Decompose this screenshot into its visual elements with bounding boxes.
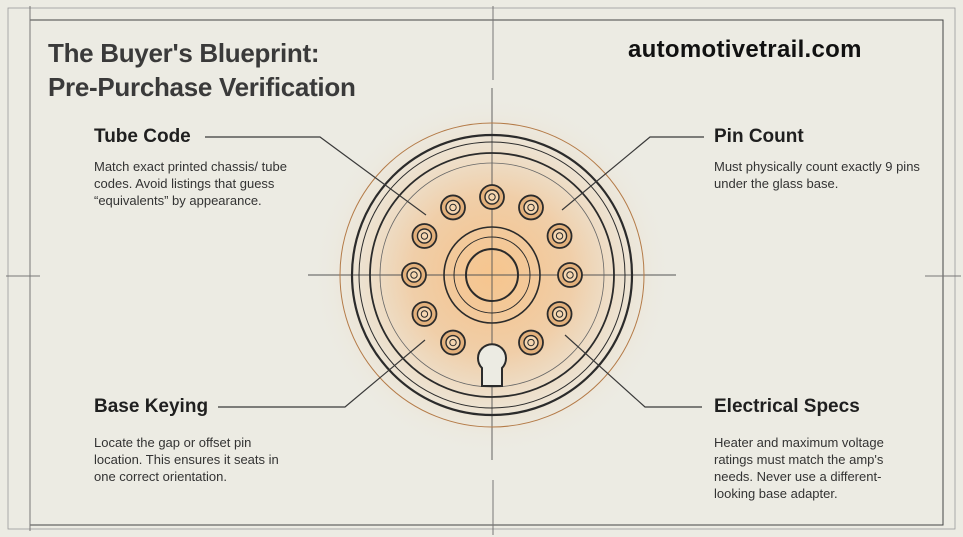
- socket-pin: [401, 262, 427, 288]
- socket-pin: [518, 329, 544, 356]
- site-domain: automotivetrail.com: [628, 36, 862, 63]
- socket-rings: [339, 122, 645, 428]
- leader-lines: [205, 136, 704, 408]
- callout-electrical-specs: Electrical Specs Heater and maximum volt…: [714, 396, 914, 502]
- outer-trim-frame: [7, 7, 956, 530]
- socket-pin: [440, 329, 466, 356]
- ring-middle: [369, 152, 615, 398]
- socket-pin: [557, 262, 583, 288]
- callout-text: Match exact printed chassis/ tube codes.…: [94, 159, 287, 208]
- socket-pin: [518, 194, 544, 221]
- callout-text: Must physically count exactly 9 pins und…: [714, 159, 920, 191]
- callout-text: Locate the gap or offset pin location. T…: [94, 435, 279, 484]
- callout-tube-code: Tube Code Match exact printed chassis/ t…: [94, 126, 294, 209]
- socket-pin: [546, 223, 573, 249]
- leader-tube-code: [205, 136, 427, 216]
- callout-heading: Electrical Specs: [714, 396, 860, 417]
- title-line-2: Pre-Purchase Verification: [48, 72, 356, 102]
- ring-center-outer: [443, 226, 541, 324]
- ring-outer: [350, 133, 634, 417]
- key-notch: [477, 343, 507, 387]
- callout-heading: Pin Count: [714, 126, 804, 147]
- callout-heading: Tube Code: [94, 126, 191, 147]
- frame-lines: [6, 6, 961, 535]
- socket-pin: [479, 184, 505, 210]
- leader-electrical-specs: [564, 334, 702, 408]
- leader-pin-count: [561, 136, 704, 211]
- ring-center-hole: [465, 248, 519, 302]
- socket-pin: [411, 301, 438, 327]
- callout-heading: Base Keying: [94, 396, 209, 417]
- leader-base-keying: [218, 339, 426, 408]
- ring-outer-inner: [358, 141, 626, 409]
- socket-pin: [440, 194, 466, 221]
- callout-text: Heater and maximum voltage ratings must …: [714, 435, 884, 501]
- callout-pin-count: Pin Count Must physically count exactly …: [714, 126, 929, 192]
- socket-pin: [411, 223, 438, 249]
- ring-outer-glow: [339, 122, 645, 428]
- callout-base-keying: Base Keying Locate the gap or offset pin…: [94, 396, 294, 485]
- socket-pins: [401, 184, 583, 356]
- ring-center-mid: [453, 236, 531, 314]
- title-line-1: The Buyer's Blueprint:: [48, 38, 320, 68]
- socket-pin: [546, 301, 573, 327]
- page-title: The Buyer's Blueprint: Pre-Purchase Veri…: [48, 36, 356, 104]
